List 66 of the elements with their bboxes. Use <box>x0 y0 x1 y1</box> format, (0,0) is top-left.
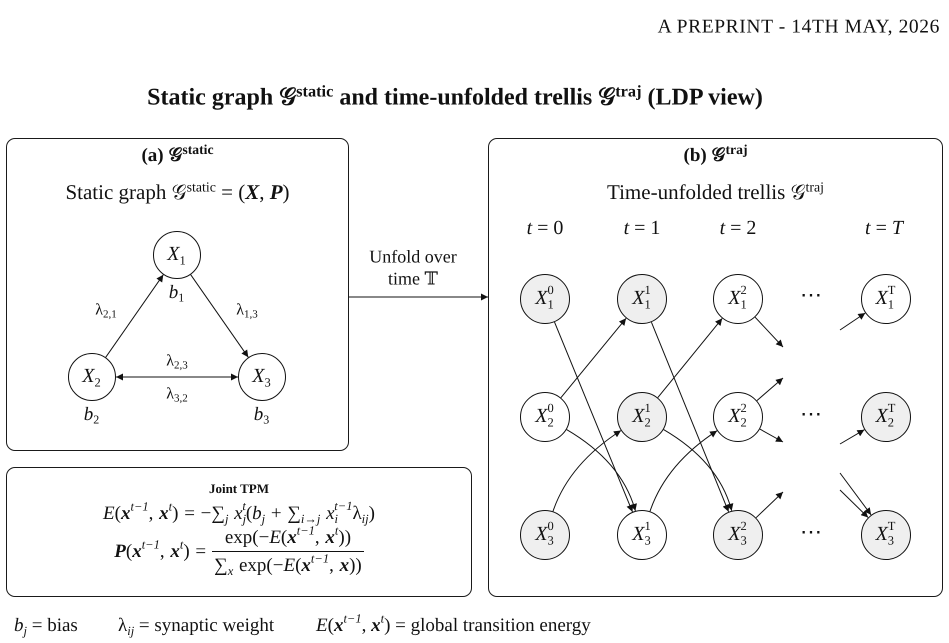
panel-subtitle: Time-unfolded trellis 𝒢$^{traj}$ <box>607 180 824 206</box>
arrow <box>105 274 164 358</box>
arrow <box>754 316 784 348</box>
variable-label: X$_{3}$ <box>252 366 271 386</box>
legend-note: E(x$^{t−1}$, x$^{t}$) = global transition energy <box>316 614 591 638</box>
formula-box <box>6 467 472 597</box>
panel-heading: (a) 𝒢$^{static}$ <box>141 145 214 168</box>
ellipsis: ⋯ <box>800 282 822 308</box>
state-circle <box>616 510 666 560</box>
arrow <box>840 429 865 444</box>
arrow <box>554 322 634 512</box>
time-step-label: t = 0 <box>526 216 564 240</box>
arrow <box>840 490 869 518</box>
variable-label: X$_{1}$ <box>167 244 186 264</box>
arrow <box>348 294 488 300</box>
box-heading: Joint TPM <box>208 481 270 497</box>
arrow <box>190 274 249 358</box>
state-circle <box>860 274 910 324</box>
panel-frame <box>488 138 943 597</box>
state-circle <box>712 392 762 442</box>
weight-label: λ$_{2,1}$ <box>95 300 117 320</box>
arrow <box>552 430 622 512</box>
double-headed-arrow <box>116 374 238 380</box>
state-circle <box>616 274 666 324</box>
variable-label: X$_{2}$ <box>82 366 101 386</box>
state-circle <box>152 230 200 278</box>
figure-title: Static graph 𝒢$^{static}$ and time-unfolded trellis 𝒢$^{traj}$ (LDP view) <box>147 84 763 112</box>
arrow <box>756 492 784 518</box>
arrow <box>663 429 734 512</box>
bias-label: b$_{2}$ <box>84 404 100 426</box>
legend-note: λ$_{ij}$ = synaptic weight <box>118 614 274 638</box>
time-step-label: t = T <box>865 216 903 240</box>
arrow <box>650 322 730 512</box>
time-step-label: t = 2 <box>720 216 756 240</box>
weight-label: λ$_{2,3}$ <box>166 351 188 371</box>
arrow <box>560 318 627 398</box>
bias-label: b$_{3}$ <box>254 404 270 426</box>
state-circle <box>712 274 762 324</box>
ellipsis: ⋯ <box>800 400 822 428</box>
state-circle <box>712 510 762 560</box>
running-header: A PREPRINT - 14TH MAY, 2026 <box>658 15 940 39</box>
panel-heading: (b) 𝒢$^{traj}$ <box>684 145 748 168</box>
state-circle <box>238 352 286 400</box>
arrow <box>756 378 784 402</box>
probability-equation: P(x$^{t−1}$, x$^{t}$) = <box>114 540 206 564</box>
weight-label: λ$_{3,2}$ <box>166 384 188 404</box>
ellipsis: ⋯ <box>800 518 822 546</box>
state-circle <box>860 510 910 560</box>
legend-note: b$_{j}$ = bias <box>14 614 78 638</box>
arrow <box>840 472 872 516</box>
arrow <box>759 428 784 442</box>
state-circle <box>520 392 570 442</box>
arrow <box>650 430 718 512</box>
fraction-denominator: ∑$_{x}$ exp(−E(x$^{t−1}$, x)) <box>212 551 364 578</box>
fraction-numerator: exp(−E(x$^{t−1}$, x$^{t}$)) <box>224 526 352 550</box>
state-circle <box>68 352 116 400</box>
arrow <box>566 429 637 512</box>
arrow <box>840 312 866 330</box>
bias-label: b$_{1}$ <box>168 282 184 304</box>
state-circle <box>860 392 910 442</box>
arrow <box>657 318 723 398</box>
state-circle <box>616 392 666 442</box>
time-step-label: t = 1 <box>624 216 660 240</box>
energy-equation: E(x$^{t−1}$, x$^{t}$) = −∑$_{j}$ x$_{j}$$^{t}$(b$_{j}$ + ∑$_{i→j}$ x$_{i}$$^{t−1}$λ$_{ij}$) <box>103 502 375 526</box>
panel-subtitle: Static graph 𝒢$^{static}$ = (X, P) <box>65 180 290 206</box>
weight-label: λ$_{1,3}$ <box>236 300 258 320</box>
